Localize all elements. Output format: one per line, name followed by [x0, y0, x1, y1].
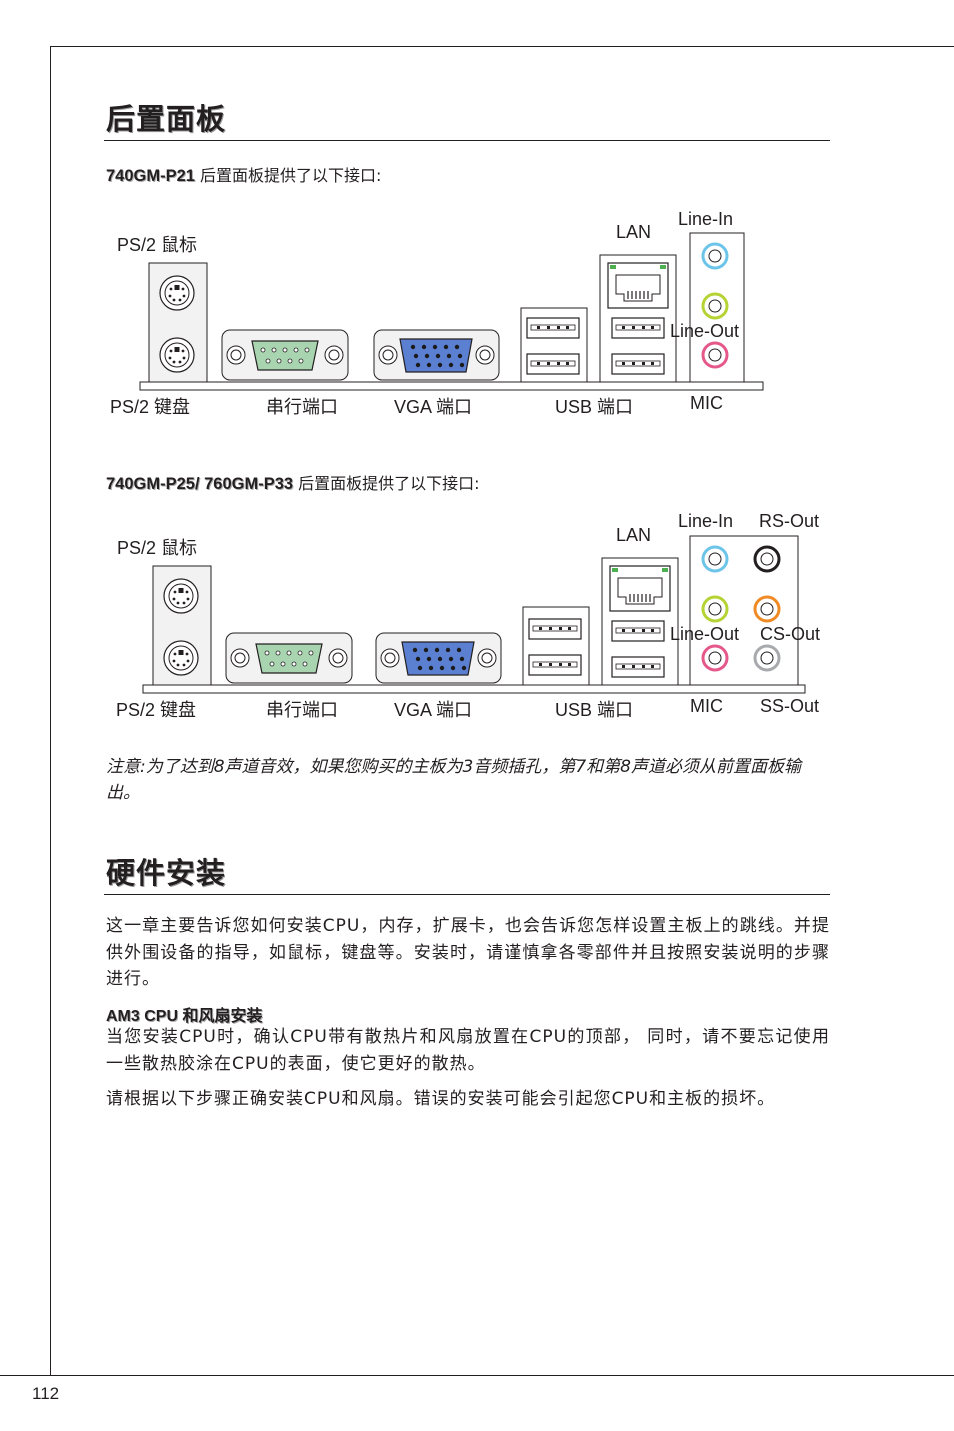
label-cs-out: CS-Out: [760, 624, 821, 644]
panel2-intro: 740GM-P25/ 760GM-P33 后置面板提供了以下接口:: [106, 470, 480, 494]
label-serial: 串行端口: [266, 700, 338, 720]
label-usb: USB 端口: [555, 700, 634, 720]
back-panel-diagram-1: PS/2 鼠标 PS/2 键盘 串行端口 VGA 端口 USB 端口 LAN L…: [0, 200, 954, 440]
ps2-keyboard-port: [159, 337, 195, 373]
page-number: 112: [32, 1384, 60, 1403]
label-lan: LAN: [616, 525, 652, 545]
panel1-intro-text: 后置面板提供了以下接口:: [194, 166, 382, 185]
line-out-jack: [701, 292, 729, 320]
label-vga: VGA 端口: [394, 397, 473, 417]
mic-jack: [701, 341, 729, 369]
label-vga: VGA 端口: [394, 700, 473, 720]
ps2-mouse-port: [159, 275, 195, 311]
label-ps2-mouse: PS/2 鼠标: [117, 538, 198, 558]
panel2-intro-text: 后置面板提供了以下接口:: [293, 474, 480, 493]
label-line-in: Line-In: [678, 209, 734, 229]
cpu-fan-subheading: AM3 CPU 和风扇安装: [106, 1008, 263, 1025]
page-frame-left: [50, 46, 51, 1376]
label-usb: USB 端口: [555, 397, 634, 417]
page-frame-top: [50, 46, 954, 47]
page-frame-bottom: [0, 1375, 954, 1376]
label-lan: LAN: [616, 222, 652, 242]
label-ss-out: SS-Out: [760, 696, 820, 716]
line-in-jack: [701, 242, 729, 270]
label-line-out: Line-Out: [670, 624, 740, 644]
panel1-drawing: [139, 232, 764, 391]
title-rule: [104, 140, 830, 141]
label-serial: 串行端口: [266, 397, 338, 417]
audio-note: 注意:为了达到8声道音效，如果您购买的主板为3音频插孔，第7和第8声道必须从前置…: [106, 757, 801, 803]
panel2-model: 740GM-P25/ 760GM-P33: [106, 475, 294, 493]
panel1-intro: 740GM-P21 后置面板提供了以下接口:: [106, 162, 381, 186]
section-title-back-panel: 后置面板: [106, 102, 227, 136]
cpu-install-paragraph: 当您安装CPU时，确认CPU带有散热片和风扇放置在CPU的顶部， 同时，请不要忘…: [106, 1027, 830, 1074]
label-ps2-keyboard: PS/2 键盘: [110, 397, 191, 417]
label-mic: MIC: [690, 696, 723, 716]
label-line-out: Line-Out: [670, 321, 740, 341]
section-title-hardware-setup: 硬件安装: [106, 856, 227, 890]
cpu-warning-paragraph: 请根据以下步骤正确安装CPU和风扇。错误的安装可能会引起您CPU和主板的损坏。: [106, 1089, 776, 1109]
label-ps2-mouse: PS/2 鼠标: [117, 235, 198, 255]
panel2-drawing: [142, 535, 806, 694]
back-panel-diagram-2: PS/2 鼠标 PS/2 键盘 串行端口 VGA 端口 USB 端口 LAN L…: [0, 503, 954, 743]
panel1-model: 740GM-P21: [106, 167, 195, 185]
title-rule: [104, 894, 830, 895]
hardware-intro-paragraph: 这一章主要告诉您如何安装CPU，内存，扩展卡，也会告诉您怎样设置主板上的跳线。并…: [106, 916, 830, 989]
label-ps2-keyboard: PS/2 键盘: [116, 700, 197, 720]
label-line-in: Line-In: [678, 511, 734, 531]
label-rs-out: RS-Out: [759, 511, 820, 531]
label-mic: MIC: [690, 393, 723, 413]
